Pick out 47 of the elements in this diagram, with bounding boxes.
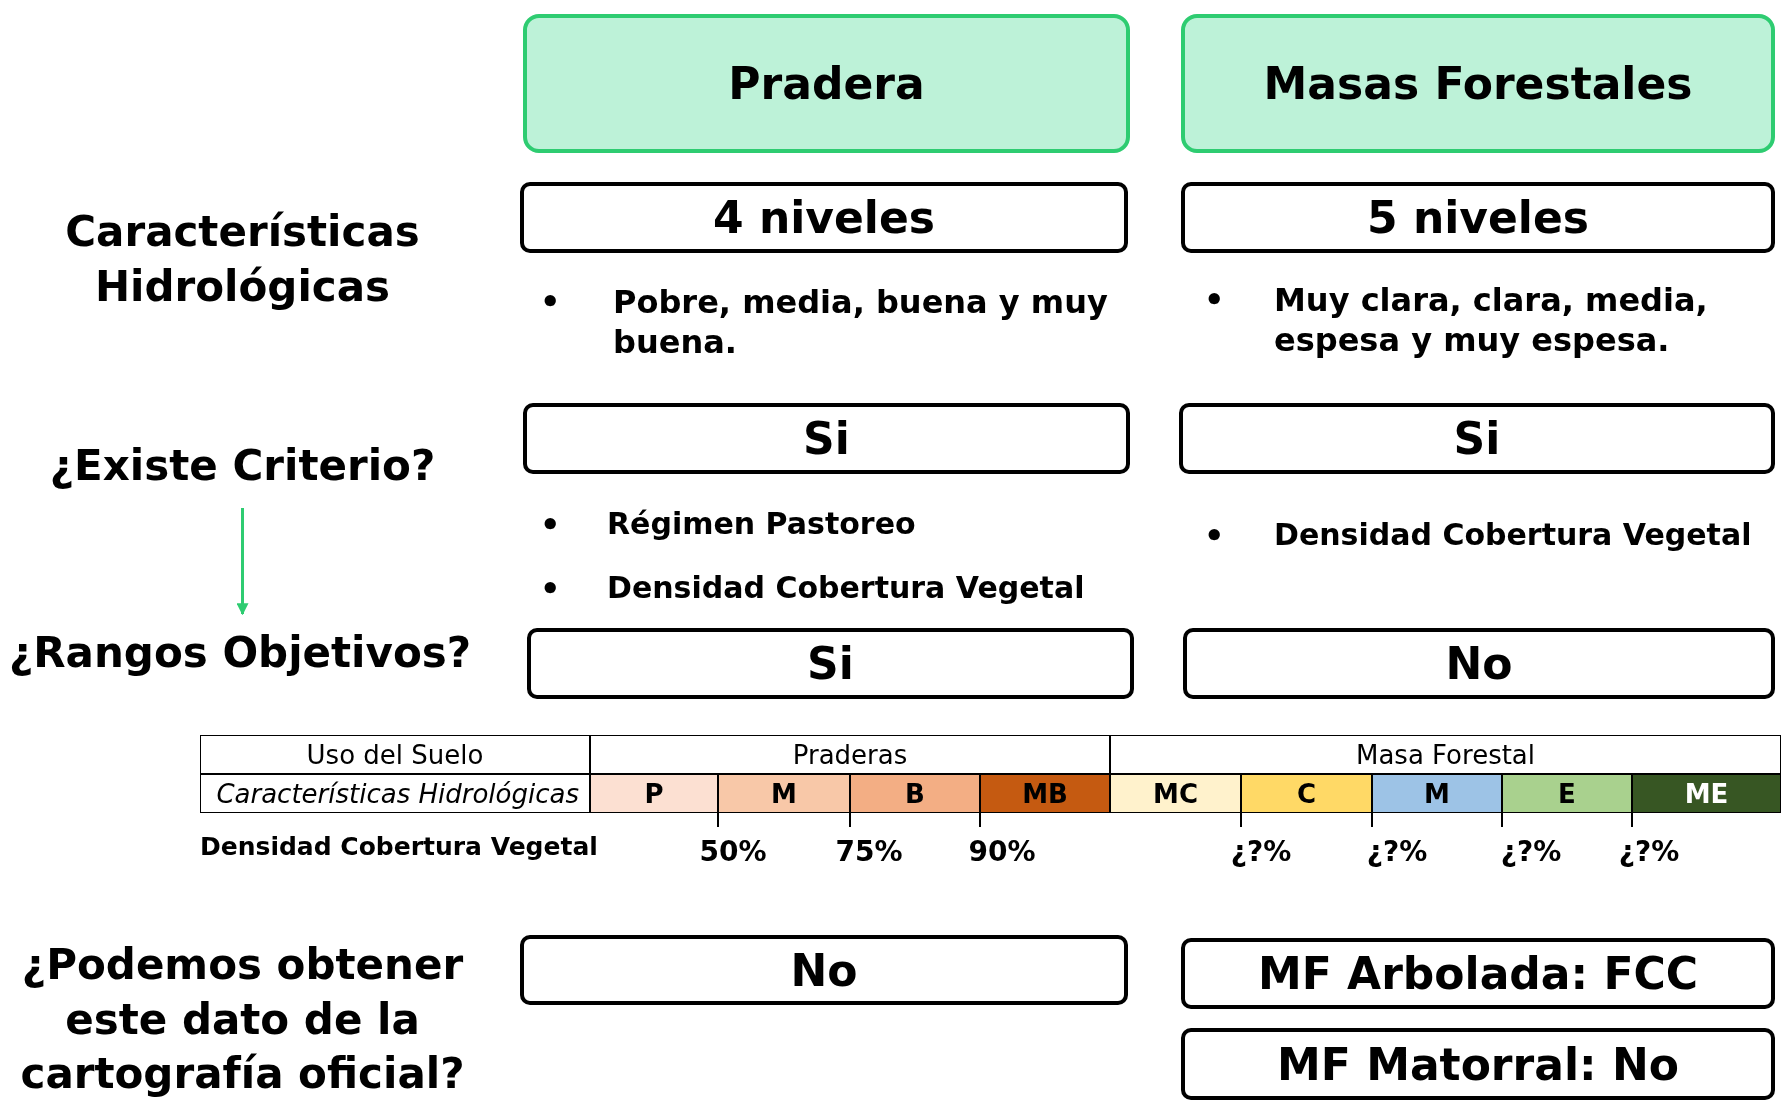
table-cell: Características Hidrológicas xyxy=(200,774,590,813)
table-header-cell: Masa Forestal xyxy=(1110,735,1781,774)
value-box: Si xyxy=(523,403,1130,474)
tick-value: 90% xyxy=(967,835,1037,870)
tick-value: ¿?% xyxy=(1499,835,1563,870)
value-box: Si xyxy=(1179,403,1775,474)
row-question: ¿Podemos obtener este dato de la cartografía oficial? xyxy=(19,939,466,1101)
tick-value: ¿?% xyxy=(1617,835,1681,870)
value-box: No xyxy=(1183,628,1775,699)
value-box: Si xyxy=(527,628,1134,699)
table-header-cell: Praderas xyxy=(590,735,1110,774)
table-cell: M xyxy=(1372,774,1502,813)
value-box: MF Matorral: No xyxy=(1181,1028,1775,1100)
bullet: • xyxy=(540,569,562,610)
value-box: MF Arbolada: FCC xyxy=(1181,938,1775,1009)
heading-box: Pradera xyxy=(523,14,1130,153)
bullet-text: Muy clara, clara, media, espesa y muy espesa. xyxy=(1274,280,1709,361)
row-label: Densidad Cobertura Vegetal xyxy=(200,832,599,863)
arrow xyxy=(236,508,249,616)
table-cell: ME xyxy=(1632,774,1781,813)
row-question: Características Hidrológicas xyxy=(64,206,421,313)
value-box: 4 niveles xyxy=(520,182,1128,253)
table-cell: E xyxy=(1502,774,1632,813)
table-cell: C xyxy=(1241,774,1372,813)
row-question: ¿Rangos Objetivos? xyxy=(0,620,480,686)
bullet: • xyxy=(540,282,562,323)
row-question: ¿Existe Criterio? xyxy=(20,436,465,496)
bullet-text: Densidad Cobertura Vegetal xyxy=(1274,516,1753,554)
table-cell: M xyxy=(718,774,850,813)
bullet-text: Pobre, media, buena y muy buena. xyxy=(613,282,1109,363)
table-cell: MB xyxy=(980,774,1110,813)
tick-value: 50% xyxy=(698,835,768,870)
bullet-text: Régimen Pastoreo xyxy=(607,505,917,543)
table-header-cell: Uso del Suelo xyxy=(200,735,590,774)
value-box: No xyxy=(520,935,1128,1005)
tick-value: ¿?% xyxy=(1229,835,1293,870)
tick-value: ¿?% xyxy=(1365,835,1429,870)
table-cell: MC xyxy=(1110,774,1241,813)
bullet: • xyxy=(540,505,562,546)
bullet-text: Densidad Cobertura Vegetal xyxy=(607,569,1086,607)
tick-value: 75% xyxy=(834,835,904,870)
table-cell: B xyxy=(850,774,980,813)
table-cell: P xyxy=(590,774,718,813)
bullet: • xyxy=(1204,516,1226,557)
heading-box: Masas Forestales xyxy=(1181,14,1775,153)
bullet: • xyxy=(1204,280,1226,321)
value-box: 5 niveles xyxy=(1181,182,1775,253)
